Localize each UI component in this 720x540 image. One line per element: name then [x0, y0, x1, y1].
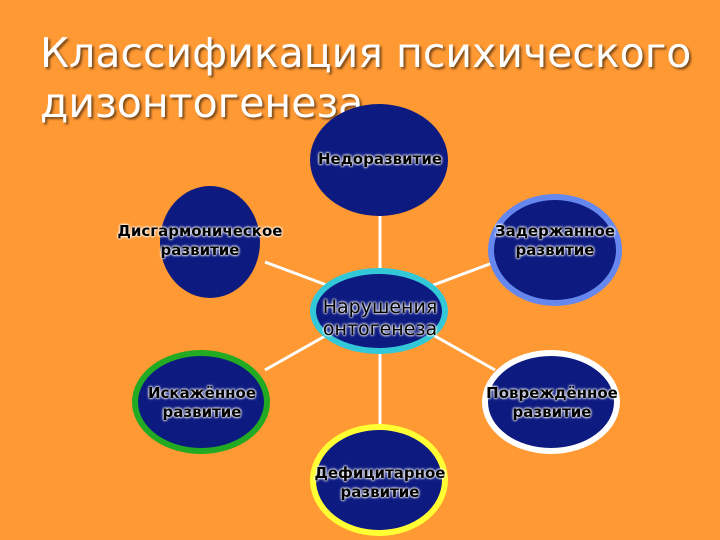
- node-center: [310, 268, 448, 354]
- node-deficient: [310, 424, 448, 536]
- node-delayed: [488, 194, 622, 306]
- node-distorted: [132, 350, 270, 454]
- node-disharmonic: [160, 186, 260, 298]
- label-deficient: Дефицитарное развитие: [314, 464, 446, 501]
- label-underdevelopment: Недоразвитие: [317, 150, 443, 168]
- label-center: Нарушения онтогенеза: [322, 296, 438, 340]
- label-delayed: Задержанное развитие: [494, 222, 616, 259]
- label-distorted: Искажённое развитие: [147, 384, 257, 421]
- label-disharmonic: Дисгармоническое развитие: [117, 222, 283, 259]
- label-damaged: Повреждённое развитие: [486, 384, 618, 421]
- node-underdevelopment: [310, 104, 448, 216]
- node-damaged: [482, 350, 620, 454]
- slide-title: Классификация психического дизонтогенеза: [40, 29, 692, 127]
